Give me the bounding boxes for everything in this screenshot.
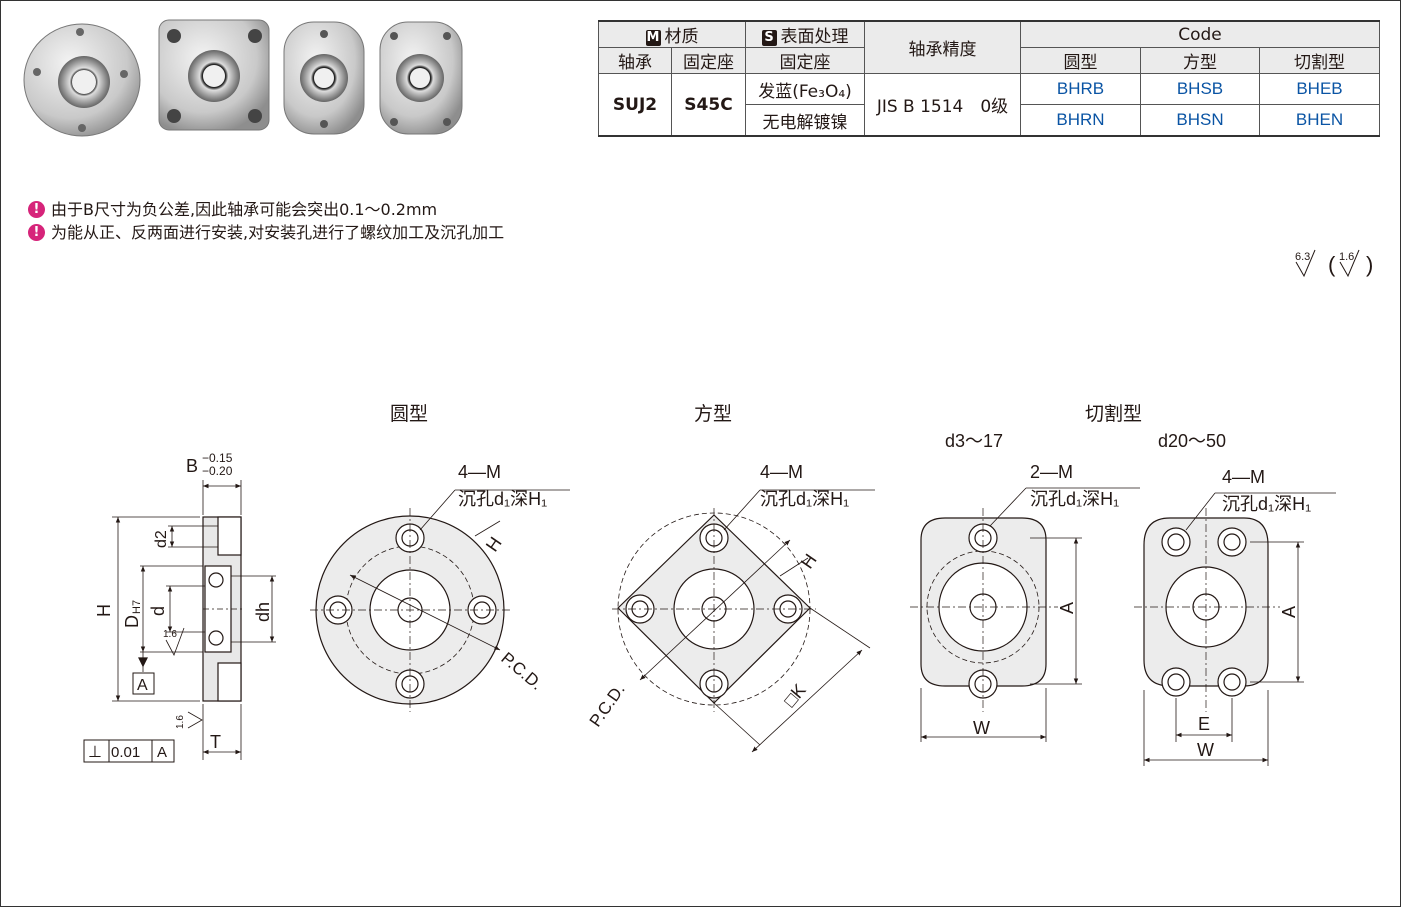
title-square: 方型 <box>694 403 732 425</box>
side-b-tol-upper: −0.15 <box>202 451 233 465</box>
side-d-sub: H7 <box>131 600 143 614</box>
cut-small-w: W <box>973 718 990 738</box>
cut-small-range: d3～17 <box>945 431 1003 451</box>
cut-small-view <box>910 487 1140 742</box>
round-hole-4m: 4—M <box>458 462 501 482</box>
code-header: Code <box>1020 20 1380 48</box>
warning-icon: ! <box>28 224 45 241</box>
note-text: 为能从正、反两面进行安装,对安装孔进行了螺纹加工及沉孔加工 <box>51 223 505 242</box>
side-d: d <box>148 606 168 616</box>
side-dh: dh <box>253 602 273 622</box>
type-square: 方型 <box>1140 47 1260 74</box>
cut-large-w: W <box>1197 740 1214 760</box>
code-bhrn[interactable]: BHRN <box>1020 104 1141 137</box>
surface-1: 发蓝(Fe₃O₄) <box>745 73 865 105</box>
square-view <box>612 489 875 753</box>
note-text: 由于B尺寸为负公差,因此轴承可能会突出0.1～0.2mm <box>51 200 438 219</box>
photo-cut-large <box>379 21 463 135</box>
side-rough-2: 1.6 <box>175 715 186 729</box>
surface-badge: S <box>761 30 777 46</box>
code-bhsn[interactable]: BHSN <box>1140 104 1260 137</box>
notes: ! 由于B尺寸为负公差,因此轴承可能会突出0.1～0.2mm ! 为能从正、反两面进… <box>28 198 504 244</box>
side-t: T <box>210 732 221 752</box>
side-rough-1: 1.6 <box>163 629 177 640</box>
side-h: H <box>94 604 114 617</box>
cut-large-view <box>1134 492 1336 766</box>
tol-symbol: ⊥ <box>88 744 102 761</box>
side-b: B <box>186 456 198 476</box>
material-label: 材质 <box>664 27 699 47</box>
code-bhsb[interactable]: BHSB <box>1140 73 1260 105</box>
code-bheb[interactable]: BHEB <box>1259 73 1380 105</box>
cut-large-range: d20～50 <box>1158 431 1226 451</box>
tol-datum: A <box>157 744 167 761</box>
square-counterbore: 沉孔d₁深H₁ <box>760 489 849 509</box>
surface-label: 表面处理 <box>780 27 849 47</box>
mat-bearing: SUJ2 <box>598 73 672 137</box>
square-k: □K <box>780 680 810 710</box>
round-h: H <box>482 533 506 555</box>
side-view <box>83 480 276 763</box>
code-bhrb[interactable]: BHRB <box>1020 73 1141 105</box>
side-a-datum: A <box>137 677 148 694</box>
round-pcd: P.C.D. <box>497 649 546 694</box>
round-counterbore: 沉孔d₁深H₁ <box>458 489 547 509</box>
square-pcd: P.C.D. <box>586 680 629 730</box>
warning-icon: ! <box>28 201 45 218</box>
title-cut: 切割型 <box>1085 403 1142 425</box>
type-round: 圆型 <box>1020 47 1141 74</box>
cut-small-a: A <box>1057 602 1077 614</box>
cut-small-hole-2m: 2—M <box>1030 462 1073 482</box>
cut-large-counterbore: 沉孔d₁深H₁ <box>1222 494 1311 514</box>
sub-surface-housing: 固定座 <box>745 47 865 74</box>
sub-bearing: 轴承 <box>598 47 672 74</box>
product-photos <box>23 19 463 137</box>
photo-round <box>23 23 141 137</box>
side-b-tol-lower: −0.20 <box>202 464 233 478</box>
side-d-big: D <box>122 615 142 628</box>
precision-header: 轴承精度 <box>864 20 1021 74</box>
cut-large-hole-4m: 4—M <box>1222 467 1265 487</box>
side-d2: d2 <box>153 530 170 548</box>
note-item: ! 为能从正、反两面进行安装,对安装孔进行了螺纹加工及沉孔加工 <box>28 221 504 244</box>
title-round: 圆型 <box>390 403 428 425</box>
round-view <box>310 489 570 712</box>
cut-small-counterbore: 沉孔d₁深H₁ <box>1030 489 1119 509</box>
code-bhen[interactable]: BHEN <box>1259 104 1380 137</box>
sub-housing: 固定座 <box>671 47 746 74</box>
tol-value: 0.01 <box>111 744 140 761</box>
square-h: H <box>797 550 821 572</box>
precision-value: JIS B 1514 0级 <box>864 73 1021 137</box>
cut-large-a: A <box>1279 606 1299 618</box>
square-hole-4m: 4—M <box>760 462 803 482</box>
surface-2: 无电解镀镍 <box>745 104 865 137</box>
cut-large-e: E <box>1198 714 1210 734</box>
note-item: ! 由于B尺寸为负公差,因此轴承可能会突出0.1～0.2mm <box>28 198 504 221</box>
photo-square <box>158 19 270 131</box>
material-badge: M <box>645 30 661 46</box>
photo-cut-small <box>283 21 365 135</box>
